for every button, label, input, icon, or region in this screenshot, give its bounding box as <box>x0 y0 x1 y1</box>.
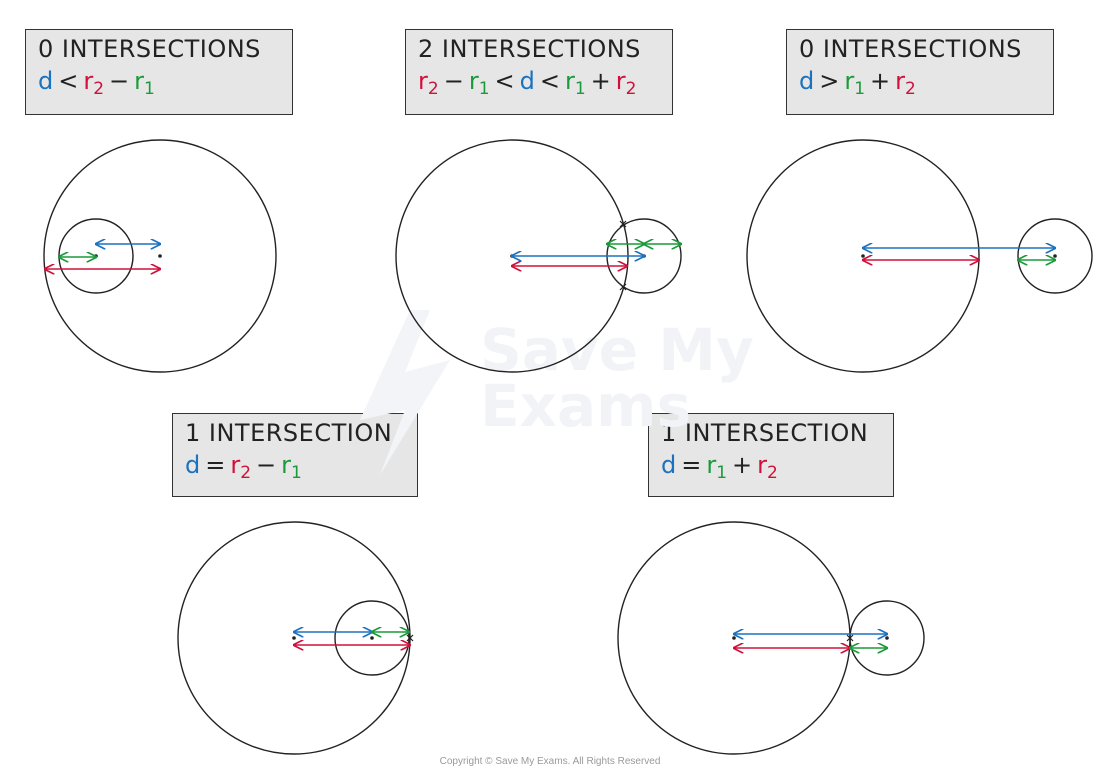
panel-condition: r2−r1<d<r1+r2 <box>418 64 662 101</box>
large-circle <box>43 139 277 373</box>
watermark-line-1: Save My <box>480 316 754 384</box>
panel-title: 0 INTERSECTIONS <box>38 35 261 63</box>
formula-symbol: r2 <box>615 67 637 99</box>
formula-operator: < <box>58 67 79 95</box>
center-point <box>861 254 865 258</box>
copyright-notice: Copyright © Save My Exams. All Rights Re… <box>439 756 661 767</box>
formula-operator: < <box>494 67 515 95</box>
watermark-text: Save My Exams <box>480 316 754 440</box>
center-point <box>370 636 374 640</box>
formula-symbol: r1 <box>564 67 586 99</box>
formula-symbol: r2 <box>895 67 916 99</box>
formula-symbol: d <box>38 67 54 95</box>
formula-symbol: r1 <box>468 67 490 99</box>
panel-condition: d=r1+r2 <box>661 448 883 485</box>
watermark: Save My Exams <box>340 300 780 480</box>
formula-operator: + <box>870 67 891 95</box>
formula-operator: + <box>590 67 611 95</box>
formula-symbol: r1 <box>134 67 155 99</box>
tangent-point <box>846 634 854 642</box>
formula-symbol: d <box>519 67 535 95</box>
formula-operator: − <box>256 451 277 479</box>
formula-symbol: r1 <box>281 451 302 483</box>
panel-title: 0 INTERSECTIONS <box>799 35 1022 63</box>
formula-operator: − <box>443 67 464 95</box>
formula-symbol: d <box>661 451 677 479</box>
formula-operator: − <box>109 67 130 95</box>
formula-symbol: r2 <box>757 451 778 483</box>
formula-subscript: 1 <box>478 79 490 99</box>
formula-operator: + <box>732 451 753 479</box>
intersection-point <box>619 220 627 228</box>
diagram-separate <box>746 139 1093 373</box>
panel-title: 2 INTERSECTIONS <box>418 35 641 63</box>
formula-subscript: 2 <box>767 463 778 483</box>
panel-label-3: 0 INTERSECTIONS d>r1+r2 <box>786 29 1054 115</box>
formula-symbol: r2 <box>83 67 105 99</box>
center-point <box>1053 254 1057 258</box>
diagram-internal-tangent <box>177 521 414 755</box>
panel-label-4: 1 INTERSECTION d=r2−r1 <box>172 413 418 497</box>
center-point <box>292 636 296 640</box>
center-point <box>158 254 162 258</box>
small-circle <box>334 600 410 676</box>
tangent-point <box>406 634 414 642</box>
formula-subscript: 2 <box>905 79 916 99</box>
diagram-two-intersections <box>395 139 681 373</box>
panel-title: 1 INTERSECTION <box>661 419 869 447</box>
formula-symbol: d <box>799 67 815 95</box>
center-point <box>732 636 736 640</box>
formula-symbol: r2 <box>418 67 439 99</box>
formula-subscript: 1 <box>574 79 586 99</box>
panel-title: 1 INTERSECTION <box>185 419 393 447</box>
diagram-inside <box>43 139 277 373</box>
formula-subscript: 2 <box>240 463 252 483</box>
panel-condition: d>r1+r2 <box>799 64 1043 101</box>
formula-operator: = <box>681 451 702 479</box>
panel-label-5: 1 INTERSECTION d=r1+r2 <box>648 413 894 497</box>
formula-symbol: r1 <box>706 451 728 483</box>
formula-operator: > <box>819 67 840 95</box>
formula-subscript: 2 <box>93 79 105 99</box>
formula-symbol: d <box>185 451 201 479</box>
panel-label-1: 0 INTERSECTIONS d<r2−r1 <box>25 29 293 115</box>
diagram-external-tangent <box>617 521 925 755</box>
formula-operator: < <box>539 67 560 95</box>
bolt-logo-icon <box>360 310 450 475</box>
formula-subscript: 1 <box>854 79 866 99</box>
formula-subscript: 1 <box>144 79 155 99</box>
formula-operator: = <box>205 451 226 479</box>
watermark-line-2: Exams <box>480 372 692 440</box>
formula-subscript: 2 <box>625 79 637 99</box>
formula-subscript: 1 <box>716 463 728 483</box>
formula-symbol: r1 <box>844 67 866 99</box>
intersection-point <box>619 283 627 291</box>
center-point <box>885 636 889 640</box>
panel-condition: d=r2−r1 <box>185 448 407 485</box>
panel-label-2: 2 INTERSECTIONS r2−r1<d<r1+r2 <box>405 29 673 115</box>
formula-subscript: 1 <box>291 463 302 483</box>
formula-subscript: 2 <box>427 79 439 99</box>
formula-symbol: r2 <box>230 451 252 483</box>
panel-condition: d<r2−r1 <box>38 64 282 101</box>
